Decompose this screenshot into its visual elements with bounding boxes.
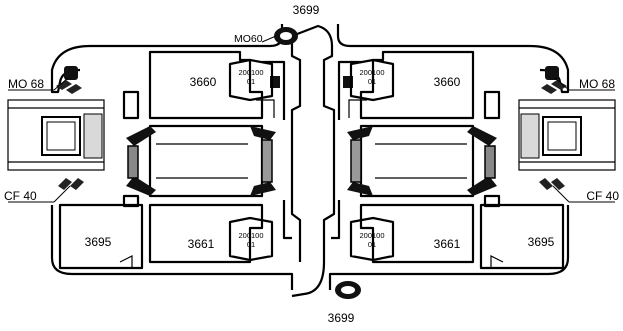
insert-top-left-code: 200100 xyxy=(238,68,263,77)
insert-bottom-right: 200100 01 xyxy=(349,216,395,262)
insert-top-right: 200100 01 xyxy=(349,58,395,102)
label-frame-right: 3695 xyxy=(528,235,555,249)
right-glazing-unit xyxy=(518,80,616,190)
left-thermal-break xyxy=(126,124,276,198)
label-bottom-gasket: 3699 xyxy=(328,311,355,325)
insert-bottom-right-code: 200100 xyxy=(359,231,384,240)
label-cf40-right: CF 40 xyxy=(586,189,619,203)
insert-bottom-left: 200100 01 xyxy=(228,216,274,262)
bottom-gasket xyxy=(335,281,361,299)
label-sash-bottom-right: 3661 xyxy=(434,237,461,251)
left-sash-top-profile xyxy=(122,50,286,120)
corner-gaskets xyxy=(64,66,559,88)
label-sash-top-right: 3660 xyxy=(434,75,461,89)
label-mo60: MO60 xyxy=(234,33,263,45)
label-cf40-left: CF 40 xyxy=(4,189,37,203)
right-sash-top-profile xyxy=(337,50,501,120)
insert-top-right-suffix: 01 xyxy=(368,77,376,86)
label-mo68-right: MO 68 xyxy=(579,77,615,91)
left-frame-profile xyxy=(58,203,144,270)
label-mo68-left: MO 68 xyxy=(8,77,44,91)
label-sash-bottom-left: 3661 xyxy=(188,237,215,251)
insert-bottom-left-code: 200100 xyxy=(238,231,263,240)
insert-top-left: 200100 01 xyxy=(228,58,274,102)
central-mullion xyxy=(290,24,336,298)
insert-bottom-left-suffix: 01 xyxy=(247,240,255,249)
insert-top-right-code: 200100 xyxy=(359,68,384,77)
top-gasket xyxy=(274,27,298,45)
insert-bottom-right-suffix: 01 xyxy=(368,240,376,249)
label-top-gasket: 3699 xyxy=(293,3,320,17)
right-thermal-break xyxy=(347,124,497,198)
label-sash-top-left: 3660 xyxy=(190,75,217,89)
label-frame-left: 3695 xyxy=(85,235,112,249)
labels: 3699 3699 MO60 MO 68 MO 68 CF 40 CF 40 3… xyxy=(4,3,619,325)
right-sash-bottom-profile xyxy=(331,194,501,264)
insert-top-left-suffix: 01 xyxy=(247,77,255,86)
leader-lines xyxy=(8,35,615,203)
left-glazing-unit xyxy=(7,80,105,190)
right-frame-profile xyxy=(479,203,565,270)
left-sash-bottom-profile xyxy=(122,194,292,264)
